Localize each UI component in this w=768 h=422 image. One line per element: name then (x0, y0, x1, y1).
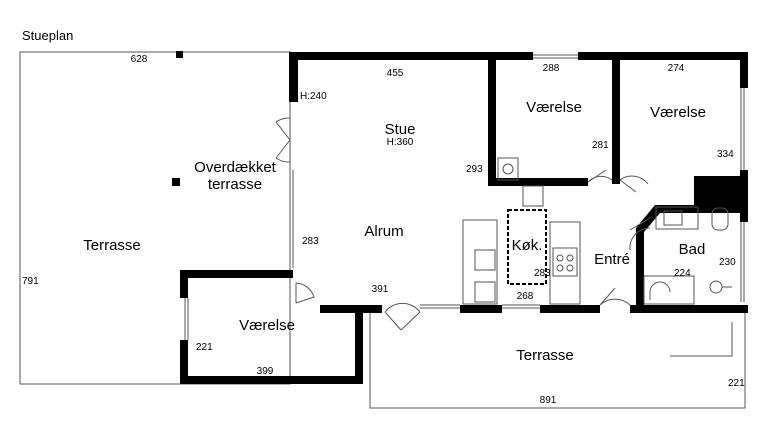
dim-221-left: 221 (196, 342, 213, 353)
room-label-overdaekket: Overdækket terrasse (194, 159, 276, 193)
dim-293: 293 (466, 164, 483, 175)
room-label-stue: Stue (384, 121, 416, 138)
left-terrace-outline (19, 51, 291, 385)
door-vaerelse-mid[interactable] (587, 169, 613, 183)
dim-628: 628 (130, 54, 148, 65)
dim-281: 281 (592, 140, 609, 151)
door-vaerelse-left[interactable] (295, 282, 315, 304)
stue-height: H:360 (386, 137, 414, 148)
bottom-terrace-outline (369, 310, 746, 409)
dim-283-kitchen: 283 (534, 268, 551, 279)
shower-icon (643, 275, 695, 305)
room-label-terrasse-bottom: Terrasse (516, 347, 574, 364)
dim-h240: H:240 (300, 91, 327, 102)
dim-399: 399 (256, 366, 274, 377)
dim-334: 334 (717, 149, 734, 160)
door-alrum-terrace[interactable] (384, 302, 421, 331)
dim-230: 230 (719, 257, 736, 268)
dim-221-right: 221 (728, 378, 745, 389)
room-label-koekken: Køk. (511, 237, 543, 254)
overdaekket-line-2: terrasse (207, 176, 263, 193)
room-label-terrasse-left: Terrasse (83, 237, 141, 254)
toilet-icon (711, 207, 729, 231)
door-main[interactable] (599, 287, 631, 306)
room-label-vaerelse-2: Værelse (650, 104, 706, 121)
washer-icon (709, 280, 723, 294)
room-label-vaerelse-1: Værelse (526, 99, 582, 116)
dim-891: 891 (539, 395, 557, 406)
stove-icon (497, 157, 519, 181)
dim-455: 455 (386, 68, 404, 79)
dim-268: 268 (516, 291, 534, 302)
dim-791: 791 (22, 276, 39, 287)
door-entre-vaerelse[interactable] (619, 175, 649, 193)
wall (289, 52, 533, 60)
dim-391: 391 (371, 284, 389, 295)
dim-283-left: 283 (302, 236, 319, 247)
kitchen-counter-right (549, 221, 581, 305)
kitchen-counter-left (462, 219, 498, 305)
page-title: Stueplan (22, 28, 74, 43)
overdaekket-line-1: Overdækket (194, 159, 276, 176)
kitchen-island (507, 209, 547, 285)
sink-icon (655, 206, 699, 230)
dim-224: 224 (674, 268, 691, 279)
room-label-bad: Bad (678, 241, 706, 258)
room-label-alrum: Alrum (364, 223, 404, 240)
door-terrace-1[interactable] (275, 117, 291, 141)
room-label-entre: Entré (594, 251, 630, 268)
room-label-vaerelse-3: Værelse (239, 317, 295, 334)
rail (670, 322, 733, 357)
dim-274: 274 (667, 63, 685, 74)
door-bad[interactable] (629, 217, 651, 251)
dim-288: 288 (542, 63, 560, 74)
